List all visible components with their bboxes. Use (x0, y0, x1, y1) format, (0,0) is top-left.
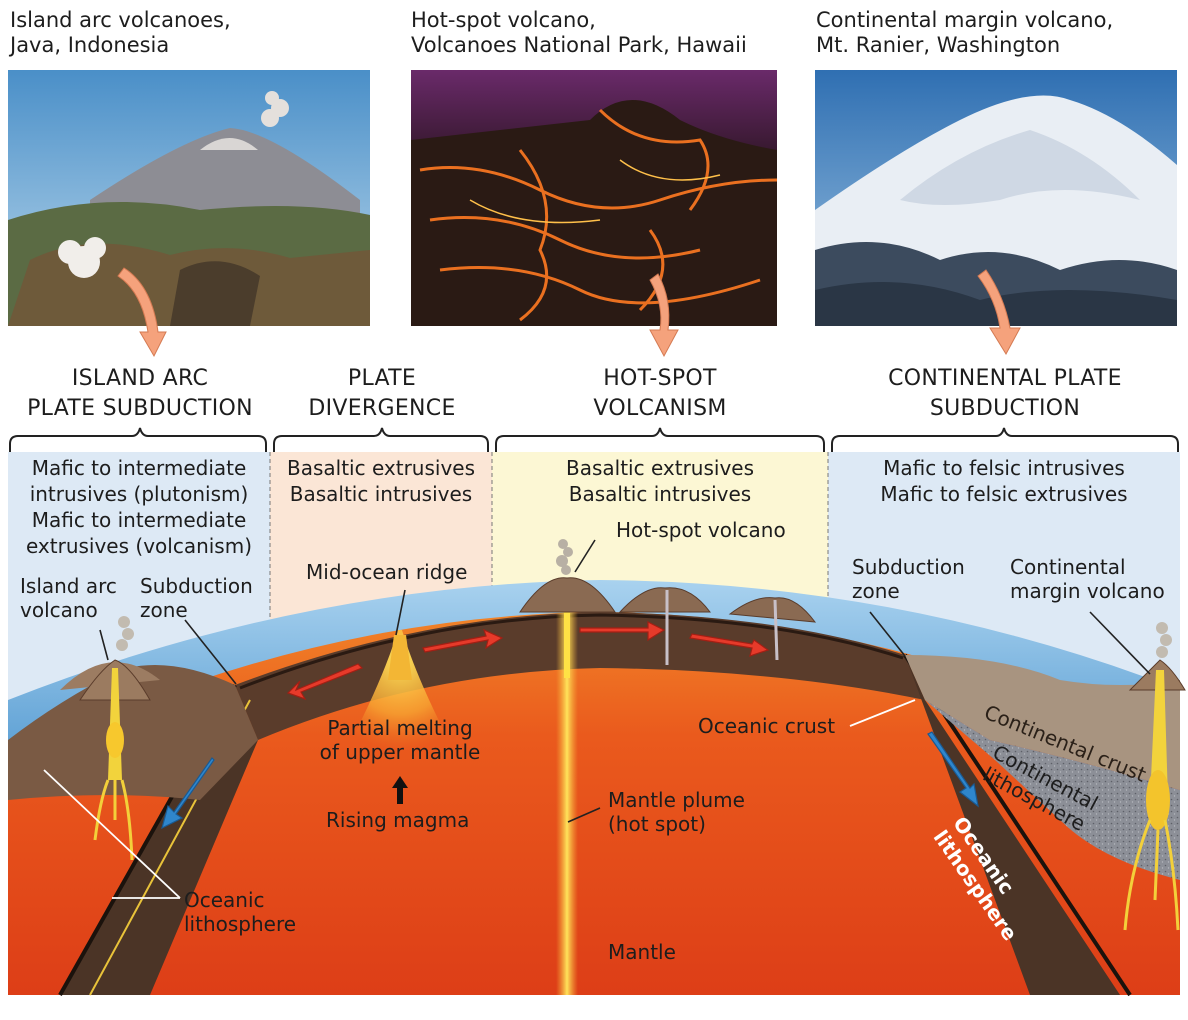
label-oceanic-lithosphere-left: Oceanic lithosphere (184, 888, 296, 936)
continental-crust (905, 655, 1180, 790)
label-mantle: Mantle (608, 940, 676, 964)
heading-hotspot-line1: HOT-SPOT (603, 366, 717, 391)
rock-type: Mafic to felsic intrusives (883, 456, 1125, 480)
label-subduction-zone-right: Subduction zone (852, 555, 965, 603)
label-line: Continental (1010, 555, 1126, 579)
label-mid-ocean-ridge: Mid-ocean ridge (306, 560, 468, 584)
caption-ranier: Continental margin volcano, Mt. Ranier, … (816, 8, 1113, 58)
label-hot-spot-volcano: Hot-spot volcano (616, 518, 786, 542)
label-line: Subduction (140, 574, 253, 598)
rock-type: Mafic to intermediate (31, 456, 247, 480)
mid-ocean-ridge-glow (330, 630, 470, 780)
rocks-hotspot: Basaltic extrusives Basaltic intrusives (494, 455, 826, 507)
label-island-arc-volcano: Island arc volcano (20, 574, 117, 622)
label-line: zone (140, 598, 188, 622)
caption-hawaii-line2: Volcanoes National Park, Hawaii (411, 33, 747, 57)
heading-divergence: PLATE DIVERGENCE (290, 364, 474, 424)
plate-motion-arrows-red (286, 621, 770, 701)
heading-island-arc-line1: ISLAND ARC (71, 366, 209, 391)
rocks-island-arc: Mafic to intermediate intrusives (pluton… (10, 455, 268, 559)
caption-java-line2: Java, Indonesia (10, 33, 170, 57)
right-subducting-slab (905, 655, 1120, 995)
heading-divergence-line2: DIVERGENCE (308, 396, 456, 421)
label-rising-magma: Rising magma (326, 808, 470, 832)
label-line: volcano (20, 598, 98, 622)
label-line: Island arc (20, 574, 117, 598)
subduction-arrows-blue (161, 731, 979, 830)
rock-type: Basaltic intrusives (289, 482, 473, 506)
continental-lithosphere (925, 700, 1180, 880)
caption-ranier-line2: Mt. Ranier, Washington (816, 33, 1061, 57)
label-line: Oceanic (184, 888, 265, 912)
rocks-divergence: Basaltic extrusives Basaltic intrusives (272, 455, 490, 507)
heading-continental-line1: CONTINENTAL PLATE (888, 366, 1122, 391)
label-partial-melting: Partial melting of upper mantle (300, 716, 500, 764)
caption-ranier-line1: Continental margin volcano, (816, 8, 1114, 32)
heading-hotspot-line2: VOLCANISM (593, 396, 727, 421)
ocean-water (8, 580, 1180, 760)
rising-magma-arrow (392, 776, 408, 804)
rock-type: intrusives (plutonism) (29, 482, 249, 506)
label-subduction-zone-left: Subduction zone (140, 574, 253, 622)
heading-island-arc: ISLAND ARC PLATE SUBDUCTION (20, 364, 260, 424)
label-line: Subduction (852, 555, 965, 579)
rock-type: extrusives (volcanism) (25, 534, 253, 558)
leader-lines (99, 539, 1151, 823)
caption-hawaii-line1: Hot-spot volcano, (411, 8, 596, 32)
label-line: zone (852, 579, 900, 603)
rocks-continental: Mafic to felsic intrusives Mafic to fels… (830, 455, 1178, 507)
heading-hotspot: HOT-SPOT VOLCANISM (560, 364, 760, 424)
label-oceanic-crust: Oceanic crust (698, 714, 836, 738)
heading-island-arc-line2: PLATE SUBDUCTION (27, 396, 253, 421)
label-continental-margin-volcano: Continental margin volcano (1010, 555, 1165, 603)
heading-divergence-line1: PLATE (347, 366, 417, 391)
mantle-plume (556, 600, 578, 995)
rock-type: Basaltic intrusives (568, 482, 752, 506)
label-mantle-plume: Mantle plume (hot spot) (608, 788, 745, 836)
label-line: Partial melting (327, 716, 473, 740)
island-arc-plate (8, 665, 258, 800)
photo-java (8, 70, 370, 326)
photo-hawaii (411, 70, 778, 326)
label-line: Mantle plume (608, 788, 745, 812)
heading-continental: CONTINENTAL PLATE SUBDUCTION (860, 364, 1150, 424)
caption-java-line1: Island arc volcanoes, (10, 8, 231, 32)
caption-hawaii: Hot-spot volcano, Volcanoes National Par… (411, 8, 747, 58)
hotspot-volcano-plume (556, 539, 573, 575)
section-braces (9, 427, 1179, 452)
photo-callout-arrows (117, 267, 1021, 358)
rock-type: Mafic to intermediate (31, 508, 247, 532)
heading-continental-line2: SUBDUCTION (929, 396, 1081, 421)
rock-type: Mafic to felsic extrusives (880, 482, 1128, 506)
label-line: margin volcano (1010, 579, 1165, 603)
rock-type: Basaltic extrusives (565, 456, 755, 480)
rock-type: Basaltic extrusives (286, 456, 476, 480)
label-line: lithosphere (184, 912, 297, 936)
seamount-chain (519, 577, 817, 665)
caption-java: Island arc volcanoes, Java, Indonesia (10, 8, 231, 58)
label-line: (hot spot) (608, 812, 706, 836)
label-line: of upper mantle (319, 740, 481, 764)
